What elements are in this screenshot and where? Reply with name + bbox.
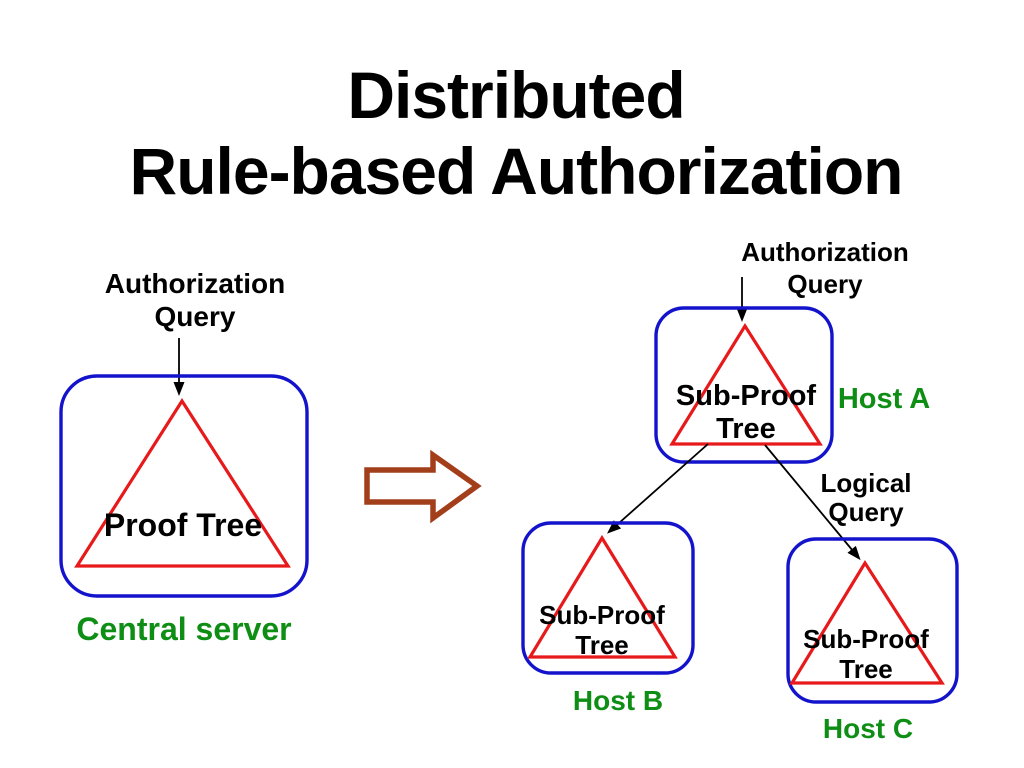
slide-title: Distributed Rule-based Authorization [129, 58, 904, 208]
host-a-node-label: Sub-Proof Tree [675, 380, 817, 445]
proof-tree-triangle [74, 398, 291, 568]
right-authorization-query-label: Authorization Query [741, 237, 909, 299]
host-b-node-label: Sub-Proof Tree [539, 600, 665, 660]
proof-tree-label: Proof Tree [103, 507, 263, 543]
host-a-box [654, 306, 834, 464]
host-b-triangle [527, 534, 678, 659]
host-c-triangle [789, 559, 945, 685]
left-authorization-query-label: Authorization Query [104, 268, 286, 332]
host-c-node-label: Sub-Proof Tree [803, 624, 929, 684]
host-c-name-label: Host C [822, 713, 914, 744]
host-c-box [786, 537, 959, 704]
central-server-label: Central server [76, 611, 292, 647]
logical-query-label: Logical Query [820, 468, 912, 527]
host-a-name-label: Host A [837, 383, 931, 415]
central-server-box [59, 374, 309, 598]
host-b-box [521, 521, 695, 675]
host-b-name-label: Host B [572, 685, 664, 716]
host-a-triangle [669, 322, 823, 446]
arrow-host-a-to-b [607, 443, 709, 534]
transform-right-arrow-icon [364, 449, 482, 524]
